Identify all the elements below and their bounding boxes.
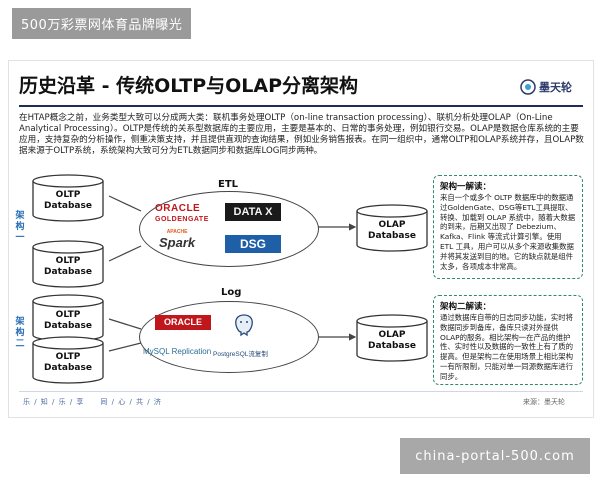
- arch2-note: 架构二解读： 通过数据库自带的日志同步功能，实时将数据同步到备库，备库只读对外提…: [433, 295, 583, 385]
- footer-slogan: 乐 / 知 / 乐 / 享 同 / 心 / 共 / 济: [23, 398, 162, 406]
- arch1-oltp-db-top: OLTP Database: [31, 173, 105, 223]
- spark-logo: APACHE Spark: [159, 229, 195, 250]
- oracle-logo: ORACLE: [155, 203, 201, 214]
- spark-text: Spark: [159, 235, 196, 250]
- arch2-olap-db: OLAP Database: [355, 313, 429, 363]
- intro-paragraph: 在HTAP概念之前，业务类型大致可以分成两大类：联机事务处理OLTP（on-li…: [19, 113, 584, 156]
- slide: 历史沿革 - 传统OLTP与OLAP分离架构 墨天轮 在HTAP概念之前，业务类…: [8, 60, 594, 418]
- arch2-note-title: 架构二解读：: [440, 302, 492, 312]
- watermark-banner-top: 500万彩票网体育品牌曝光: [12, 8, 192, 39]
- db-label: OLTP Database: [44, 256, 92, 277]
- postgresql-logo: PostgreSQL流复制: [213, 351, 268, 358]
- logo-text: 墨天轮: [539, 81, 572, 94]
- arch1-oltp-db-bottom: OLTP Database: [31, 239, 105, 289]
- db-label: OLAP Database: [368, 220, 416, 241]
- modb-logo-icon: [520, 79, 536, 95]
- arch1-side-label: 架构一: [15, 211, 25, 243]
- dsg-logo: DSG: [225, 235, 281, 253]
- arch2-oltp-db-bottom: OLTP Database: [31, 335, 105, 385]
- arch1-group-label: ETL: [218, 179, 239, 190]
- arch1-olap-db: OLAP Database: [355, 203, 429, 253]
- goldengate-logo: GOLDENGATE: [155, 216, 209, 223]
- db-label: OLTP Database: [44, 190, 92, 211]
- arch1-note: 架构一解读： 来自一个或多个 OLTP 数据库中的数据通过GoldenGate、…: [433, 175, 583, 279]
- db-label: OLTP Database: [44, 352, 92, 373]
- arch2-note-body: 通过数据库自带的日志同步功能，实时将数据同步到备库，备库只读对外提供OLAP的服…: [440, 313, 574, 381]
- arch2-side-label: 架构二: [15, 317, 25, 349]
- datax-logo: DATA X: [225, 203, 281, 221]
- mysql-replication-logo: MySQL Replication: [143, 347, 212, 356]
- slide-title: 历史沿革 - 传统OLTP与OLAP分离架构: [19, 75, 359, 97]
- arch2-oltp-db-top: OLTP Database: [31, 293, 105, 343]
- arch1-note-body: 来自一个或多个 OLTP 数据库中的数据通过GoldenGate、DSG等ETL…: [440, 193, 576, 271]
- footer-source: 来源：墨天轮: [523, 398, 565, 406]
- connector-lines: [108, 195, 357, 352]
- watermark-banner-bottom: china-portal-500.com: [400, 438, 590, 474]
- db-label: OLAP Database: [368, 330, 416, 351]
- arch2-group-label: Log: [221, 287, 242, 298]
- spark-apache-text: APACHE: [166, 229, 188, 235]
- title-divider: [19, 105, 583, 107]
- arch1-note-title: 架构一解读：: [440, 182, 492, 192]
- footer-divider: [19, 391, 583, 392]
- postgresql-elephant-icon: [233, 313, 255, 337]
- log-tools-group: [139, 301, 319, 373]
- oracle-logo: ORACLE: [155, 315, 211, 330]
- db-label: OLTP Database: [44, 310, 92, 331]
